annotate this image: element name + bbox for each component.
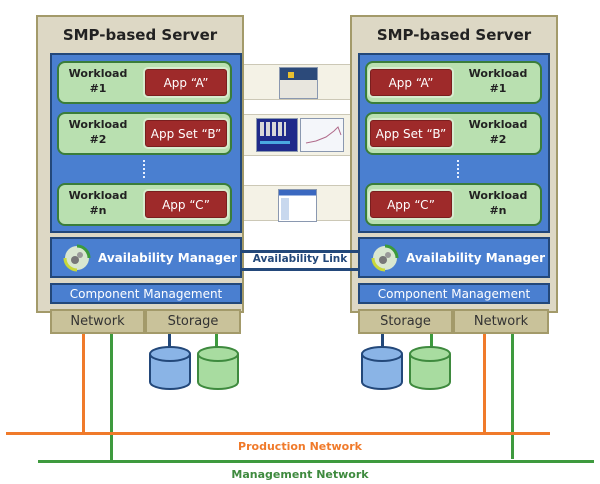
server-right-availability-manager[interactable]: Availability Manager [358, 237, 550, 278]
server-right-title: SMP-based Server [376, 26, 532, 44]
server-right-app-set-b[interactable]: App Set “B” [368, 118, 454, 149]
management-network-label: Management Network [231, 468, 369, 481]
dashboard-bar [260, 141, 290, 144]
right-production-drop [483, 334, 486, 434]
app-c-screenshot-thumbnail [278, 189, 317, 222]
availability-link-line-top [242, 250, 358, 253]
dashboard-gauges [260, 122, 286, 136]
app-set-b-dashboard-thumbnail [256, 118, 298, 152]
server-left-storage-port[interactable]: Storage [145, 309, 241, 334]
right-storage-link-blue [381, 334, 384, 354]
right-management-drop [511, 334, 514, 459]
server-right-component-management[interactable]: Component Management [358, 283, 550, 304]
server-right-app-c[interactable]: App “C” [368, 189, 454, 220]
thumbnail-sidebar [281, 198, 289, 220]
server-right-workload-2-label: Workload #2 [468, 118, 528, 146]
server-left-network-port[interactable]: Network [50, 309, 145, 334]
right-storage-link-green [430, 334, 433, 354]
storage-disk-icon [409, 346, 451, 390]
left-management-drop [110, 334, 113, 462]
left-storage-link-green [215, 334, 218, 354]
availability-manager-gear-icon [63, 244, 91, 271]
server-right-network-port[interactable]: Network [453, 309, 549, 334]
server-right-workload-n-label: Workload #n [468, 189, 528, 217]
server-left-app-a[interactable]: App “A” [143, 67, 229, 98]
server-left-app-set-b[interactable]: App Set “B” [143, 118, 229, 149]
app-set-b-chart-thumbnail [300, 118, 344, 152]
management-network-bus [38, 460, 594, 463]
server-left-ellipsis [143, 160, 145, 178]
thumbnail-logo-icon [288, 72, 294, 78]
server-left-component-management[interactable]: Component Management [50, 283, 242, 304]
trend-line-icon [305, 126, 342, 144]
server-left-workload-n-label: Workload #n [68, 189, 128, 217]
server-left-availability-manager-label: Availability Manager [98, 250, 238, 265]
server-left-workload-1-label: Workload #1 [68, 67, 128, 95]
server-left-availability-manager[interactable]: Availability Manager [50, 237, 242, 278]
server-left-workload-2-label: Workload #2 [68, 118, 128, 146]
server-right-availability-manager-label: Availability Manager [406, 250, 546, 265]
app-a-screenshot-thumbnail [279, 67, 318, 99]
left-production-drop [82, 334, 85, 434]
availability-link-line-bottom [242, 268, 358, 271]
availability-link-label: Availability Link [250, 253, 350, 267]
storage-disk-icon [149, 346, 191, 390]
server-left-app-c[interactable]: App “C” [143, 189, 229, 220]
availability-manager-gear-icon [371, 244, 399, 271]
server-right-app-a[interactable]: App “A” [368, 67, 454, 98]
production-network-bus [6, 432, 550, 435]
storage-disk-icon [197, 346, 239, 390]
server-right-ellipsis [457, 160, 459, 178]
server-right-workload-1-label: Workload #1 [468, 67, 528, 95]
left-storage-link-blue [168, 334, 171, 354]
production-network-label: Production Network [238, 440, 362, 453]
server-left-title: SMP-based Server [62, 26, 218, 44]
server-right-storage-port[interactable]: Storage [358, 309, 453, 334]
storage-disk-icon [361, 346, 403, 390]
